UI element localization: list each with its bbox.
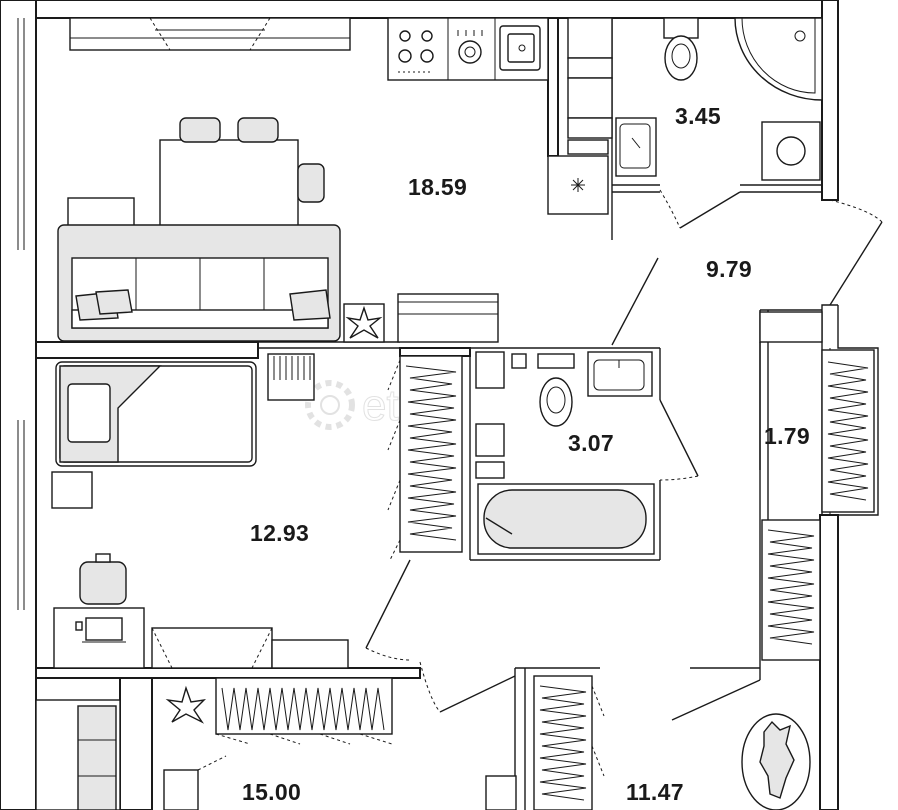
dining-table (159, 117, 325, 229)
room-area-hall: 9.79 (706, 256, 752, 282)
toilet-top-icon (663, 17, 699, 81)
wardrobe-bottom (215, 677, 393, 745)
washing-machine-icon (761, 121, 821, 181)
kitchen-tall-cabinets (547, 17, 613, 215)
sofa-bottom-left (35, 699, 121, 810)
bathtub-icon (477, 483, 655, 555)
kitchen-sink-icon (499, 25, 541, 71)
middle-bath-cabinets (475, 351, 527, 479)
chair-icon (297, 163, 325, 203)
wall-bedroom-bottom (35, 667, 421, 679)
sofa (57, 197, 341, 342)
bed (55, 361, 257, 467)
plant-large-icon (165, 685, 207, 724)
chair-icon (79, 553, 127, 605)
washbasin-middle-icon (587, 351, 653, 397)
room-area-room-bottom-left: 15.00 (242, 779, 301, 805)
room-area-corridor: 1.79 (764, 423, 810, 449)
pet-bed-icon (741, 713, 811, 810)
wall-right-top (821, 0, 839, 201)
laptop-icon (85, 617, 123, 641)
wardrobe-bedroom (387, 355, 463, 561)
wardrobe-bottom-right (533, 675, 605, 810)
desk (53, 607, 145, 669)
wall-kitchen-divider (547, 17, 559, 157)
bookshelf (151, 627, 349, 669)
room-area-bedroom-left: 12.93 (250, 520, 309, 546)
stove-icon (398, 30, 434, 73)
pillow-icon (95, 289, 133, 315)
chair-icon (237, 117, 279, 143)
room-area-bathroom-top: 3.45 (675, 103, 721, 129)
window-shelf (69, 17, 351, 51)
pillow-icon (289, 289, 331, 321)
kitchen-counter (387, 17, 549, 81)
dishwasher-icon (457, 30, 483, 64)
nightstand (51, 471, 93, 509)
room-area-room-bottom-right: 11.47 (626, 779, 684, 805)
shower-icon (734, 17, 823, 101)
area-labels: 18.59 3.45 9.79 3.07 1.79 12.93 15.00 11… (242, 103, 810, 805)
wall-living-bottom (35, 341, 259, 359)
room-area-bathroom-middle: 3.07 (568, 430, 614, 456)
wardrobe-corridor (759, 311, 875, 661)
armchair (163, 755, 227, 810)
room-area-living-kitchen: 18.59 (408, 174, 467, 200)
toilet-middle-icon (537, 353, 575, 427)
plant-large-icon (343, 303, 385, 343)
wall-right-bottom (819, 514, 839, 810)
pillow-icon (67, 383, 111, 443)
washbasin-top-icon (615, 117, 657, 177)
wall-top (0, 0, 839, 19)
chair-icon (179, 117, 221, 143)
plant-icon (571, 178, 585, 192)
crib (267, 353, 315, 401)
dresser (397, 293, 499, 343)
walls (0, 0, 879, 810)
